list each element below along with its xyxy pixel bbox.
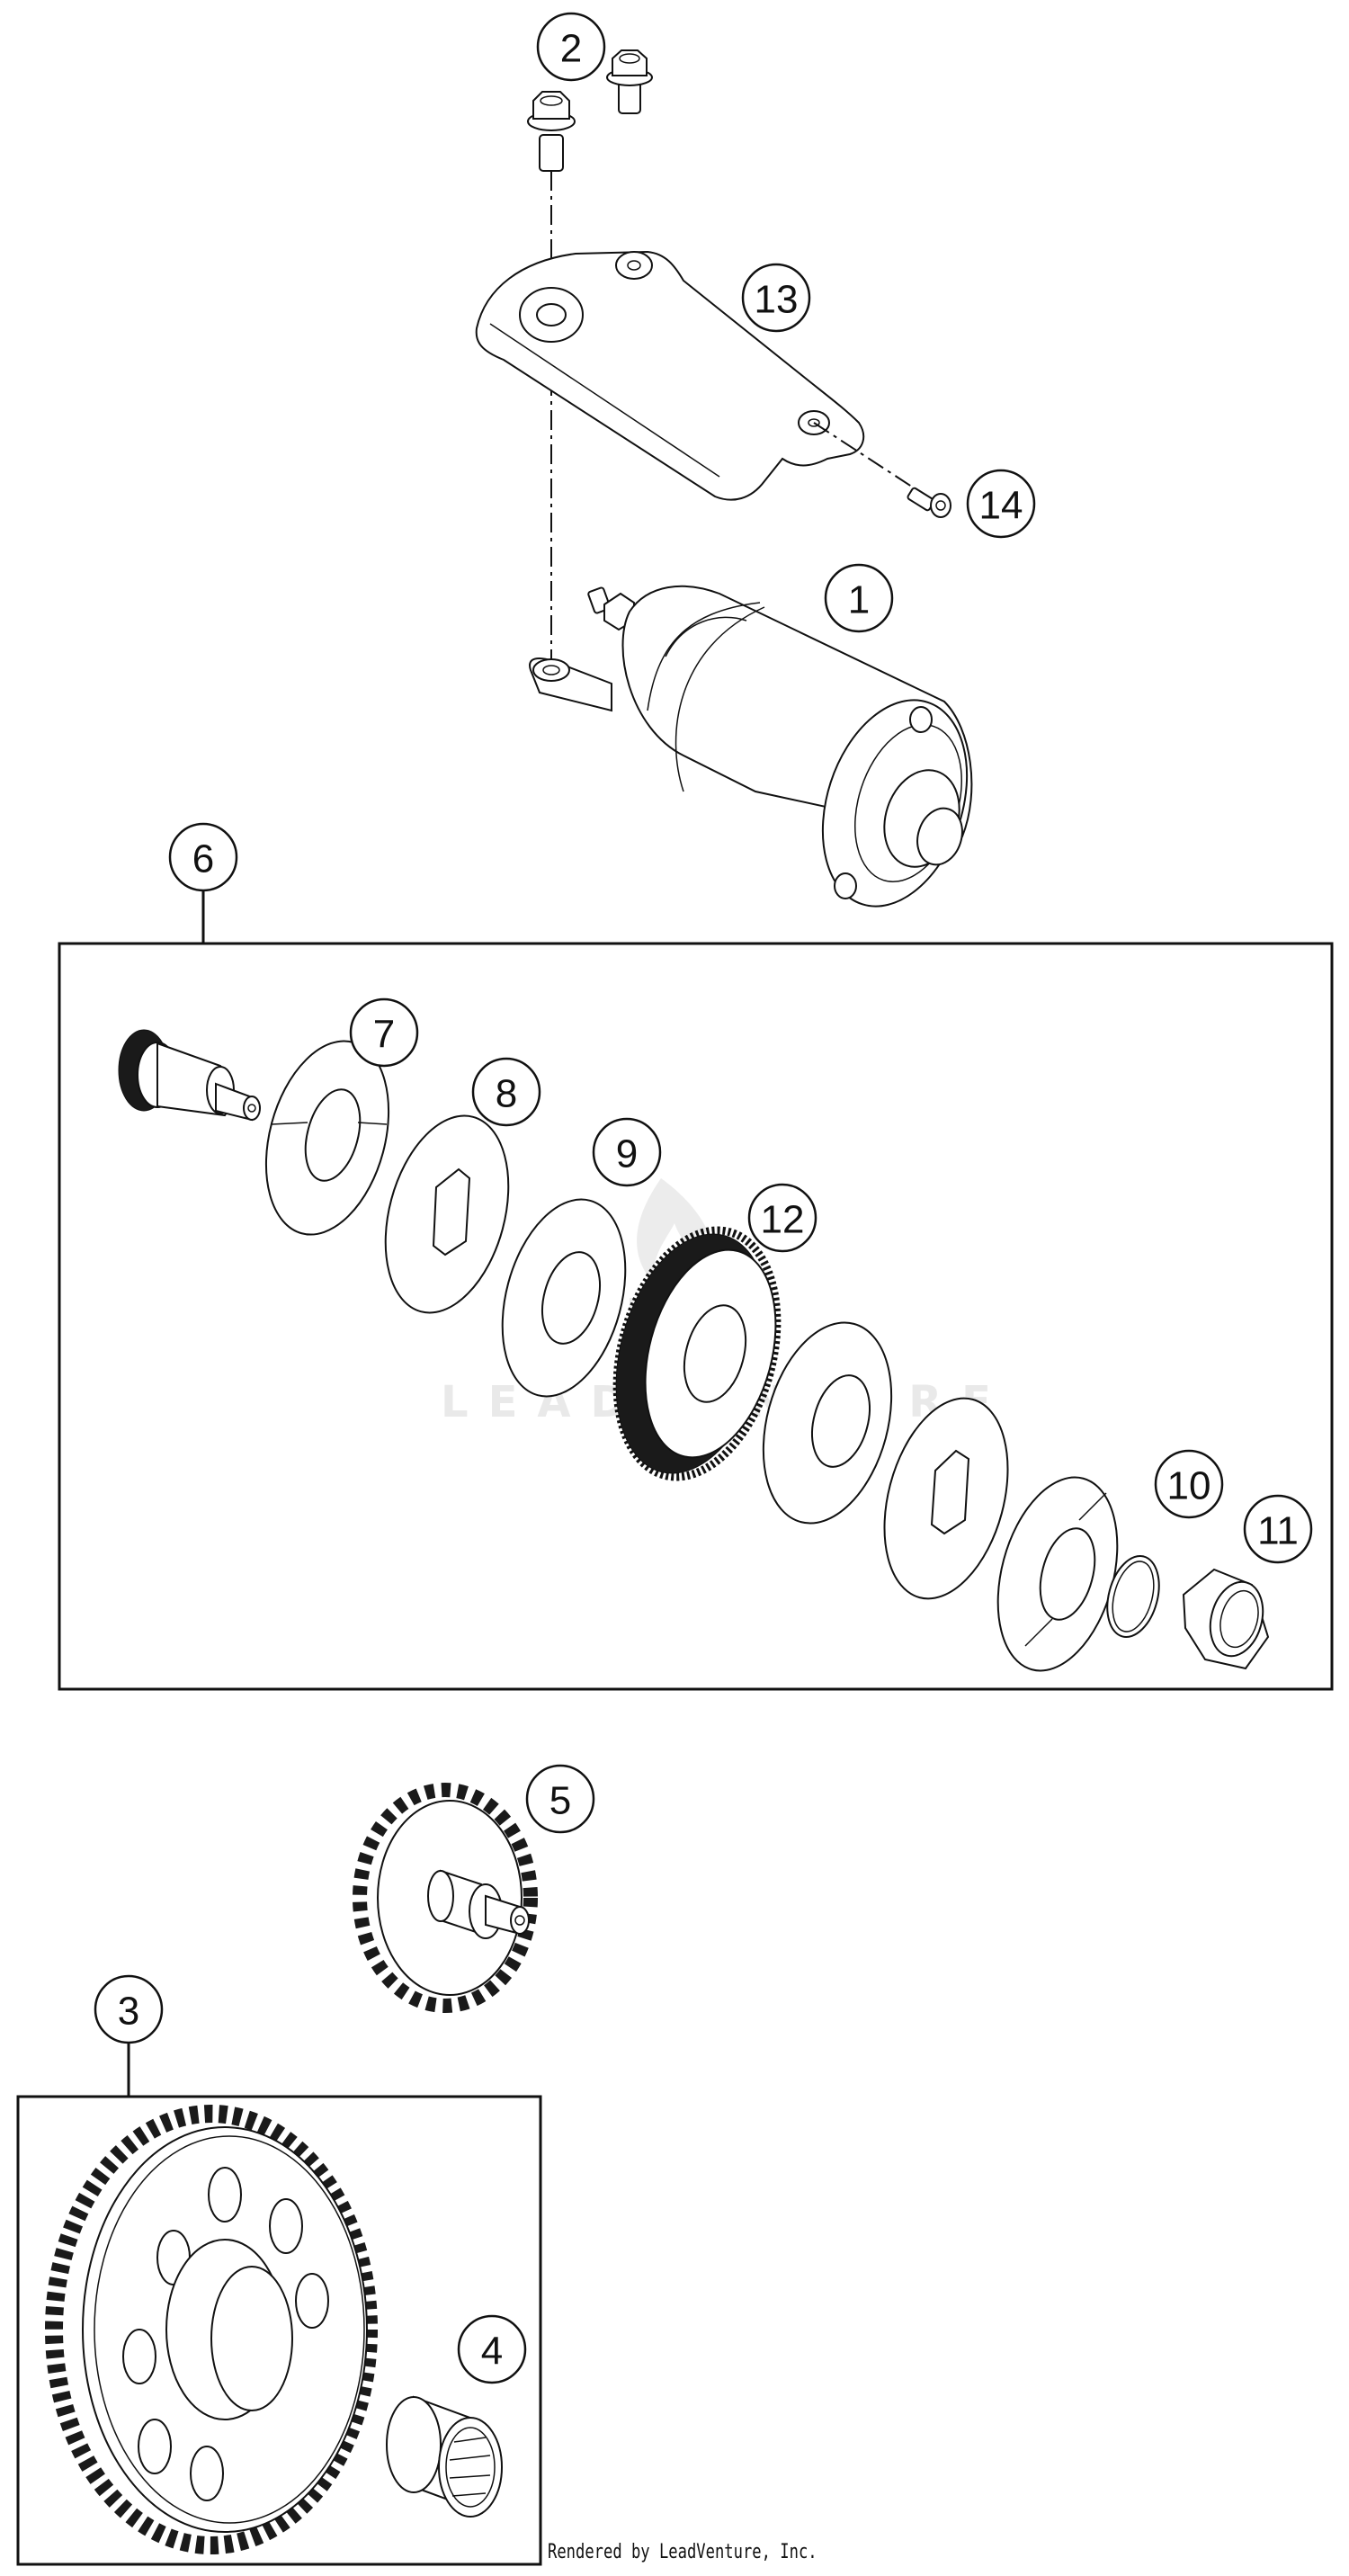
hex-bore-washer xyxy=(384,1114,510,1314)
callout-3-label: 3 xyxy=(118,1990,139,2034)
callout-12-label: 12 xyxy=(761,1198,805,1242)
callout-6[interactable]: 6 xyxy=(168,822,238,892)
callout-11[interactable]: 11 xyxy=(1243,1494,1313,1564)
nut xyxy=(1182,1568,1270,1670)
plain-washer xyxy=(501,1198,627,1398)
callout-12[interactable]: 12 xyxy=(747,1183,817,1253)
callout-6-label: 6 xyxy=(192,837,214,881)
callout-10-label: 10 xyxy=(1167,1464,1211,1508)
torque-limiter-gear xyxy=(612,1226,782,1481)
callout-4-label: 4 xyxy=(481,2330,503,2374)
callout-7-label: 7 xyxy=(373,1013,395,1057)
group-box-3 xyxy=(16,2095,542,2566)
o-ring xyxy=(1106,1555,1160,1638)
callout-10[interactable]: 10 xyxy=(1154,1449,1224,1519)
screw-axis-line xyxy=(813,422,918,491)
starter-gear xyxy=(45,2105,378,2554)
footer-credit: Rendered by LeadVenture, Inc. xyxy=(548,2541,817,2563)
cover-screw xyxy=(907,487,951,518)
callout-1-label: 1 xyxy=(848,578,870,622)
split-washer xyxy=(264,1040,390,1236)
callout-7[interactable]: 7 xyxy=(349,997,419,1068)
group-box-6 xyxy=(58,942,1334,1691)
callout-13-label: 13 xyxy=(755,278,799,322)
callout-8-label: 8 xyxy=(496,1072,517,1116)
callout-14-label: 14 xyxy=(979,484,1023,528)
callout-4[interactable]: 4 xyxy=(457,2314,527,2384)
callout-9-label: 9 xyxy=(616,1132,638,1176)
starter-pinion xyxy=(118,1029,261,1122)
hex-bore-washer-2 xyxy=(883,1397,1009,1600)
callout-11-label: 11 xyxy=(1257,1509,1299,1553)
callout-2-label: 2 xyxy=(560,27,582,71)
intermediate-gear xyxy=(353,1783,538,2013)
flange-bolt-1 xyxy=(527,91,576,172)
callout-3[interactable]: 3 xyxy=(94,1974,164,2044)
plain-washer-2 xyxy=(762,1321,893,1525)
callout-8[interactable]: 8 xyxy=(471,1057,541,1127)
split-washer-2 xyxy=(996,1476,1119,1672)
callout-1[interactable]: 1 xyxy=(824,563,894,633)
callout-9[interactable]: 9 xyxy=(592,1117,662,1187)
starter-motor xyxy=(529,585,973,908)
callout-14[interactable]: 14 xyxy=(966,469,1036,539)
starter-cover xyxy=(475,250,865,501)
callout-2[interactable]: 2 xyxy=(536,12,606,82)
callout-13[interactable]: 13 xyxy=(741,263,811,333)
callout-5[interactable]: 5 xyxy=(525,1764,595,1834)
flange-bolt-2 xyxy=(606,49,653,114)
callout-5-label: 5 xyxy=(549,1779,571,1823)
needle-bearing xyxy=(386,2395,503,2518)
